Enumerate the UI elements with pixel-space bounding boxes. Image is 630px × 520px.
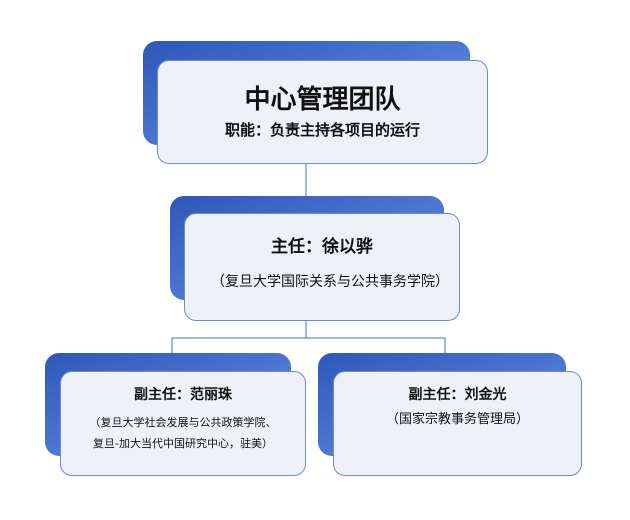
deputy-box-right-card: 副主任：刘金光 （国家宗教事务管理局） <box>333 371 582 476</box>
deputy-left-title: 副主任：范丽珠 <box>134 387 232 403</box>
director-box: 主任：徐以骅 （复旦大学国际关系与公共事务学院） <box>170 196 460 321</box>
deputy-left-affiliation-line: 复旦-加大当代中国研究中心，驻美） <box>93 437 273 450</box>
deputy-left-affiliation-line: （复旦大学社会发展与公共政策学院、 <box>89 416 277 429</box>
management-team-title: 中心管理团队 <box>244 85 401 115</box>
management-team-box-card: 中心管理团队 职能：负责主持各项目的运行 <box>157 60 488 164</box>
deputy-box-right: 副主任：刘金光 （国家宗教事务管理局） <box>318 353 582 476</box>
deputy-box-left: 副主任：范丽珠 （复旦大学社会发展与公共政策学院、 复旦-加大当代中国研究中心，… <box>45 353 306 476</box>
deputy-box-left-card: 副主任：范丽珠 （复旦大学社会发展与公共政策学院、 复旦-加大当代中国研究中心，… <box>60 371 306 476</box>
deputy-left-affiliation: （复旦大学社会发展与公共政策学院、 复旦-加大当代中国研究中心，驻美） <box>67 412 299 454</box>
deputy-right-affiliation: （国家宗教事务管理局） <box>340 410 575 430</box>
director-box-card: 主任：徐以骅 （复旦大学国际关系与公共事务学院） <box>184 213 460 321</box>
management-team-box: 中心管理团队 职能：负责主持各项目的运行 <box>143 41 488 165</box>
director-affiliation: （复旦大学国际关系与公共事务学院） <box>211 274 449 290</box>
deputy-right-affiliation-line: （国家宗教事务管理局） <box>385 412 529 427</box>
management-team-function: 职能：负责主持各项目的运行 <box>224 121 420 139</box>
director-title: 主任：徐以骅 <box>271 237 373 257</box>
deputy-right-title: 副主任：刘金光 <box>408 387 507 403</box>
